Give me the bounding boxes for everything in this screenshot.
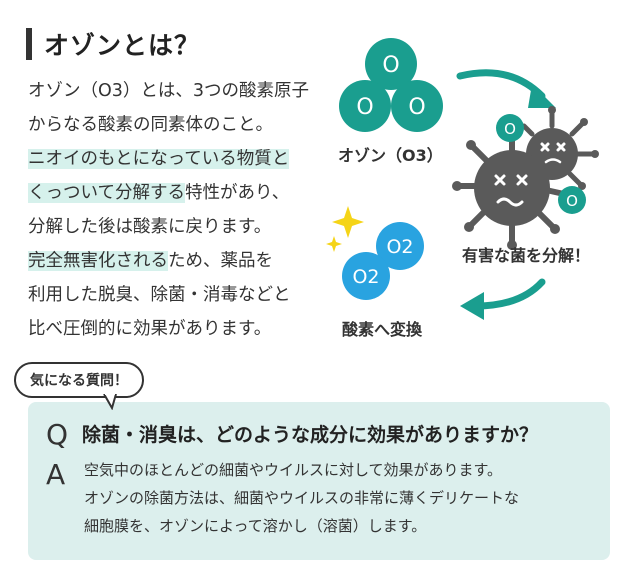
question-text: 除菌・消臭は、どのような成分に効果がありますか？	[82, 424, 539, 446]
oxygen-molecule-2	[342, 252, 390, 300]
diagram-graphics: O O O	[326, 38, 599, 320]
oxygen-molecule-icon: O2 O2	[342, 222, 424, 300]
intro-line-8-text: 比べ圧倒的に効果があります。	[28, 319, 272, 339]
intro-line-3-highlight: ニオイのもとになっている物質と	[28, 149, 290, 169]
ozone-atom-left-label: O	[356, 95, 373, 120]
ozone-molecule-icon: O O O	[339, 38, 443, 132]
intro-line-6-highlight: 完全無害化される	[28, 251, 168, 271]
qa-box	[28, 402, 610, 560]
intro-line-1-text: オゾン（O3）とは、3つの酸素原子	[28, 81, 310, 101]
ozone-atom-right	[391, 80, 443, 132]
intro-line-4-highlight: くっついて分解する	[28, 183, 185, 203]
germ-atom-2-label: O	[566, 192, 578, 210]
intro-line-5-text: 分解した後は酸素に戻ります。	[28, 217, 272, 237]
answer-line-1: 空気中のほとんどの細菌やウイルスに対して効果があります。	[84, 461, 503, 479]
badge-tail-icon	[103, 394, 117, 410]
intro-line-6-rest: ため、薬品を	[168, 251, 273, 271]
answer-line-3: 細胞膜を、オゾンによって溶かし（溶菌）します。	[84, 517, 427, 535]
intro-line-7-text: 利用した脱臭、除菌・消毒などと	[28, 285, 291, 305]
ozone-atom-left	[339, 80, 391, 132]
arrow-to-oxygen-icon	[460, 278, 546, 320]
ozone-atom-top-label: O	[382, 53, 399, 78]
germ-atom-1-label: O	[504, 120, 516, 138]
q-letter: Q	[46, 418, 69, 451]
germ-atom-1	[496, 114, 524, 142]
arrow-to-germs-icon	[456, 69, 556, 108]
section-heading: オゾンとは？	[26, 26, 200, 62]
germ-icon: O O	[452, 106, 599, 250]
intro-text: オゾン（O3）とは、3つの酸素原子 からなる酸素の同素体のこと。 ニオイのもとに…	[28, 74, 318, 346]
intro-line-1: オゾン（O3）とは、3つの酸素原子	[28, 74, 318, 108]
ozone-atom-right-label: O	[408, 95, 425, 120]
a-letter: A	[46, 458, 66, 491]
ozone-label: オゾン（O3）	[338, 146, 443, 165]
question-badge: 気になる質問！	[14, 362, 144, 410]
ozone-atom-top	[365, 38, 417, 90]
oxygen-molecule-2-label: O2	[352, 266, 379, 288]
answer-text: 空気中のほとんどの細菌やウイルスに対して効果があります。 オゾンの除菌方法は、細…	[84, 456, 519, 540]
intro-line-4: くっついて分解する特性があり、	[28, 176, 318, 210]
question-badge-label: 気になる質問！	[14, 362, 144, 398]
heading-bar	[26, 28, 32, 60]
oxygen-molecule-1	[376, 222, 424, 270]
ozone-diagram: O O O	[320, 30, 640, 350]
sparkle-icon	[326, 206, 364, 252]
oxygen-molecule-1-label: O2	[386, 236, 413, 258]
intro-line-8: 比べ圧倒的に効果があります。	[28, 312, 318, 346]
intro-line-4-rest: 特性があり、	[184, 183, 290, 203]
intro-line-5: 分解した後は酸素に戻ります。	[28, 210, 318, 244]
page-title: オゾンとは？	[44, 31, 201, 60]
germ-label: 有害な菌を分解！	[462, 246, 591, 265]
oxygen-label: 酸素へ変換	[342, 320, 423, 339]
intro-line-6: 完全無害化されるため、薬品を	[28, 244, 318, 278]
intro-line-7: 利用した脱臭、除菌・消毒などと	[28, 278, 318, 312]
intro-line-2-text: からなる酸素の同素体のこと。	[28, 115, 273, 135]
germ-atom-2	[558, 186, 586, 214]
intro-line-2: からなる酸素の同素体のこと。	[28, 108, 318, 142]
answer-line-2: オゾンの除菌方法は、細菌やウイルスの非常に薄くデリケートな	[84, 489, 520, 507]
intro-line-3: ニオイのもとになっている物質と	[28, 142, 318, 176]
